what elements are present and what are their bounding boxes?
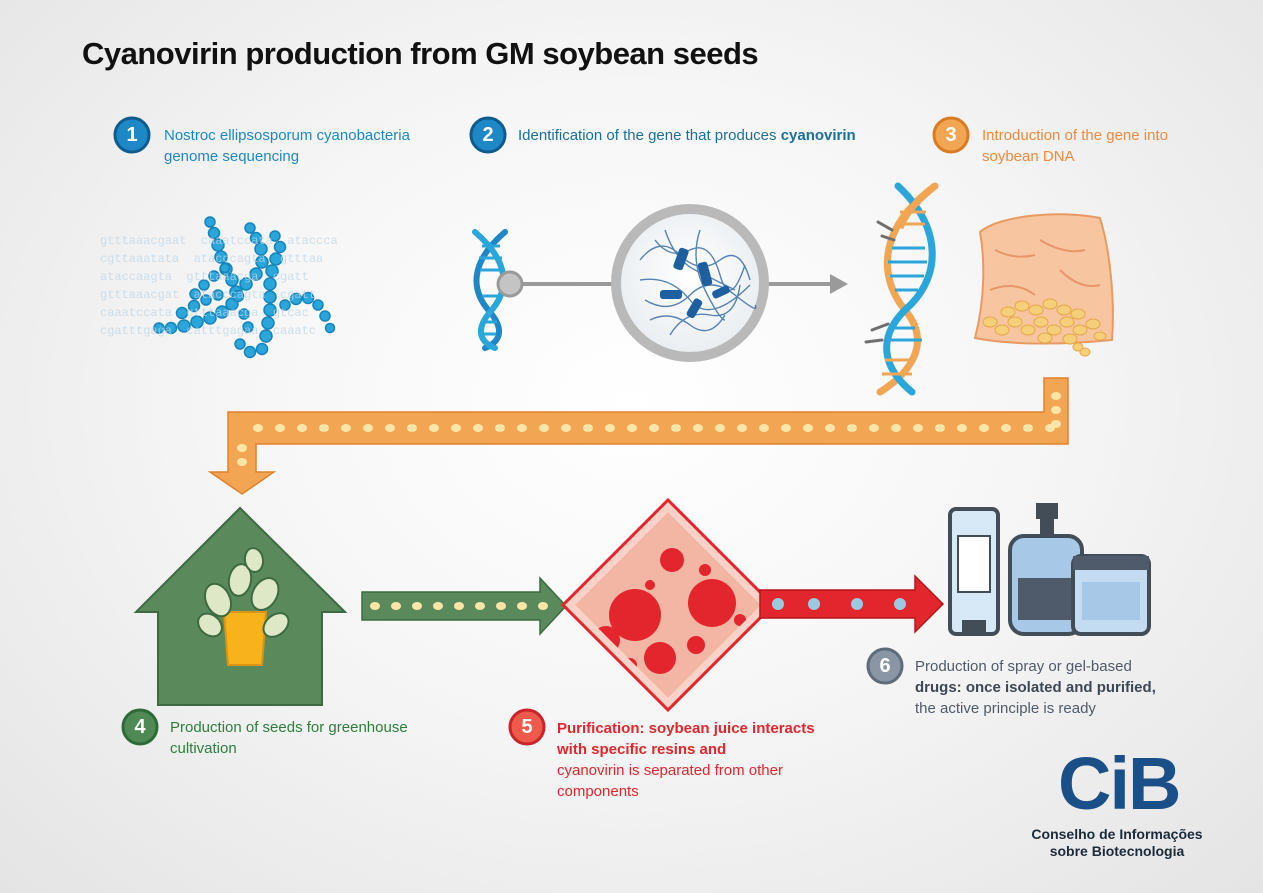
seed-dot — [1051, 420, 1061, 428]
flow-arrow-5-6 — [759, 574, 945, 634]
connector-arrow-2-3 — [496, 270, 848, 298]
seed-dot — [649, 424, 659, 432]
seed-dot — [957, 424, 967, 432]
seed-dot — [319, 424, 329, 432]
step-badge-5 — [508, 708, 546, 746]
step-2-text-main: Identification of the gene that produces — [518, 127, 781, 144]
step-6-highlight: drugs: once isolated and purified, — [915, 679, 1156, 696]
seed-dot — [583, 424, 593, 432]
step-5-text: Purification: soybean juice interacts wi… — [557, 718, 827, 802]
modified-dna-icon — [864, 182, 939, 396]
seed-dot — [737, 424, 747, 432]
seed-dot — [1051, 392, 1061, 400]
step-1-text: Nostroc ellipsosporum cyanobacteria geno… — [164, 127, 410, 165]
step-badge-2 — [469, 116, 507, 154]
seed-dot — [935, 424, 945, 432]
seed-dot — [473, 424, 483, 432]
seed-dot — [496, 602, 506, 610]
step-badge-4 — [121, 708, 159, 746]
seed-dot — [1051, 406, 1061, 414]
seed-dot — [391, 602, 401, 610]
seed-dot — [237, 458, 247, 466]
seed-dot — [407, 424, 417, 432]
seed-dot — [385, 424, 395, 432]
seed-dot — [275, 424, 285, 432]
seed-dot — [253, 424, 263, 432]
step-5-text-main: cyanovirin is separated from other compo… — [557, 762, 783, 800]
cib-org-line-2: sobre Biotecnologia — [1049, 843, 1185, 859]
seed-dot — [517, 602, 527, 610]
flow-seeds-orange — [237, 392, 1061, 466]
step-2-text: Identification of the gene that produces… — [518, 125, 938, 146]
page-title: Cyanovirin production from GM soybean se… — [82, 36, 759, 71]
seed-dot — [825, 424, 835, 432]
seed-dot — [237, 444, 247, 452]
step-badge-3 — [932, 116, 970, 154]
step-2-highlight: cyanovirin — [780, 127, 856, 144]
seed-dot — [847, 424, 857, 432]
seed-dot — [370, 602, 380, 610]
step-number-1: 1 — [126, 124, 138, 146]
cyanobacteria-chain-icon — [153, 216, 336, 359]
genome-sequence-text: gtttaaacgaat caaatccata ataccca cgttaaat… — [100, 234, 338, 338]
seed-dot — [451, 424, 461, 432]
seed-dot — [1001, 424, 1011, 432]
dna-helix-icon — [472, 229, 508, 351]
cib-logo: CiB — [1058, 742, 1181, 825]
step-number-5: 5 — [521, 716, 533, 738]
seed-dot — [891, 424, 901, 432]
step-6-text: Production of spray or gel-based drugs: o… — [915, 656, 1205, 719]
seed-dot — [412, 602, 422, 610]
seed-dot — [605, 424, 615, 432]
seed-dot — [495, 424, 505, 432]
protein-magnifier-icon — [611, 204, 769, 362]
step-number-4: 4 — [134, 716, 146, 738]
soybean-sack-icon — [973, 213, 1114, 357]
step-badge-1 — [113, 116, 151, 154]
step-number-3: 3 — [945, 124, 957, 146]
seed-dot — [715, 424, 725, 432]
step-number-6: 6 — [879, 655, 891, 677]
step-6-text-main: Production of spray or gel-based — [915, 658, 1132, 675]
flow-seeds-green — [370, 602, 548, 610]
seed-dot — [781, 424, 791, 432]
cib-org-line-1: Conselho de Informações — [1031, 826, 1203, 842]
seed-dot — [517, 424, 527, 432]
seed-dot — [759, 424, 769, 432]
drug-products-icon — [948, 503, 1151, 636]
step-number-2: 2 — [482, 124, 494, 146]
seed-dot — [693, 424, 703, 432]
seed-dot — [561, 424, 571, 432]
seed-dot — [429, 424, 439, 432]
step-5-highlight: Purification: soybean juice interacts wi… — [557, 720, 815, 758]
seed-dot — [627, 424, 637, 432]
seed-dot — [363, 424, 373, 432]
seed-dot — [1023, 424, 1033, 432]
step-badge-6 — [866, 647, 904, 685]
seed-dot — [979, 424, 989, 432]
seed-dot — [341, 424, 351, 432]
seed-dot — [454, 602, 464, 610]
step-6-text-end: the active principle is ready — [915, 700, 1096, 717]
seed-dot — [869, 424, 879, 432]
seed-dot — [538, 602, 548, 610]
step-4-text: Production of seeds for greenhouse culti… — [170, 719, 408, 757]
seed-dot — [475, 602, 485, 610]
step-3-text: Introduction of the gene into soybean DN… — [982, 127, 1168, 165]
seed-dot — [539, 424, 549, 432]
greenhouse-plant-icon — [133, 506, 348, 706]
seed-dot — [803, 424, 813, 432]
flow-pipe-3-4 — [207, 377, 1069, 495]
purification-resin-icon — [560, 497, 776, 713]
seed-dot — [297, 424, 307, 432]
seed-dot — [433, 602, 443, 610]
seed-dot — [913, 424, 923, 432]
seed-dot — [671, 424, 681, 432]
